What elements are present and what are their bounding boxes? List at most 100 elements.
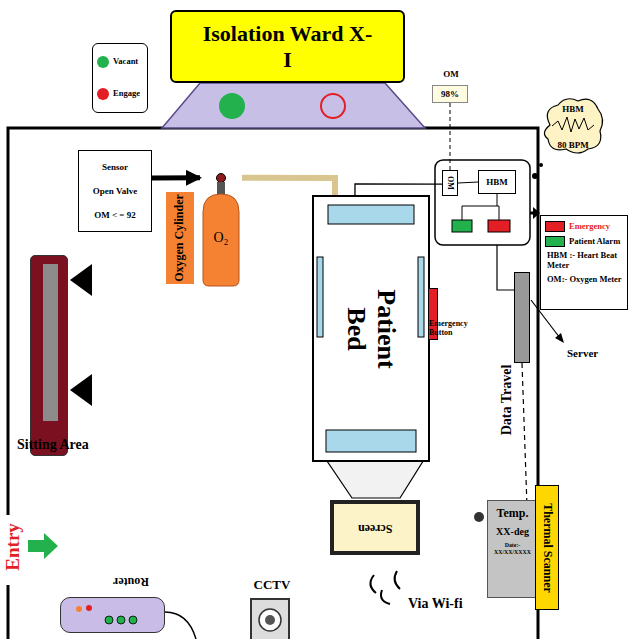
- camera-iris: [265, 615, 275, 625]
- server-leader-head: [555, 333, 564, 343]
- legend-swatch: [97, 88, 109, 100]
- temperature-text: Date:- XX/XX/XXXX: [491, 542, 534, 556]
- status-panel: [162, 83, 425, 128]
- meter-link: [458, 182, 478, 183]
- legend-swatch: [97, 56, 109, 68]
- camera-lens: [259, 609, 281, 631]
- router-cable: [165, 612, 196, 639]
- legend-note: HBM :- Heart Beat Meter: [545, 251, 623, 271]
- heart-rate-bubble: HBM80 BPM: [540, 95, 606, 157]
- entry-label: Entry: [2, 517, 24, 577]
- thought-dot: [539, 163, 543, 167]
- legend-swatch: [545, 236, 565, 247]
- sensor-box: SensorOpen Valve OM < = 92: [78, 150, 152, 232]
- heart-meter-box: HBM: [478, 170, 516, 194]
- title-box: Isolation Ward X-I: [170, 10, 405, 83]
- legend-row: Vacant: [97, 56, 143, 68]
- temperature-panel: Temp.XX-degDate:- XX/XX/XXXX: [487, 500, 538, 598]
- thermal-scanner-band: Thermal Scanner: [535, 485, 559, 610]
- cylinder-neck: [217, 182, 225, 194]
- wifi-wave: [381, 590, 390, 604]
- thought-dot: [532, 173, 538, 179]
- status-legend-box: VacantEngage: [92, 43, 148, 113]
- side-rail: [418, 257, 424, 337]
- sensor-text: OM < = 92: [94, 210, 136, 220]
- oxygen-meter-box: OM: [442, 170, 458, 196]
- supply-arrow: [152, 175, 200, 180]
- router-port: [117, 616, 125, 624]
- emergency-button: [488, 220, 510, 232]
- title-text: Isolation Ward X-I: [203, 21, 373, 72]
- server-box: Server: [514, 272, 530, 363]
- edge-label: Data Travel: [499, 350, 515, 450]
- emergency-button: Emergency Button: [428, 288, 438, 340]
- wifi-wave: [395, 571, 400, 589]
- bench-seat: [43, 264, 58, 421]
- meter-text: OM: [445, 170, 454, 196]
- vacant-lamp: [219, 93, 245, 119]
- button-wire: [462, 194, 499, 220]
- screen-mount: [325, 458, 425, 498]
- reading-text: OM: [433, 69, 469, 79]
- bubble-cloud: [544, 99, 602, 153]
- valve: [217, 174, 226, 183]
- router-box-art: [61, 598, 166, 630]
- wifi-label: Via Wi-fi: [408, 596, 463, 612]
- foot-bar: [326, 430, 416, 452]
- screen-box: Screen: [330, 500, 420, 555]
- legend-text: Engage: [113, 89, 140, 99]
- pillow-bar: [328, 205, 414, 224]
- sensor-cable: [355, 184, 442, 195]
- sitting-bench: Sitting Area: [30, 255, 68, 456]
- server-wire: [497, 245, 514, 290]
- router-led: [76, 606, 82, 612]
- router-port: [129, 616, 137, 624]
- legend-swatch: [545, 221, 565, 232]
- room-wall: [8, 128, 538, 639]
- bed-text: Patient Bed: [341, 273, 401, 385]
- legend-text: Patient Alarm: [569, 237, 620, 247]
- reading-link: [450, 103, 451, 170]
- alarm-legend-box: EmergencyPatient AlarmHBM :- Heart Beat …: [540, 215, 628, 310]
- monitor-device: [435, 160, 530, 245]
- sitting-bench-art: [31, 256, 69, 431]
- router-label: Router: [101, 574, 161, 588]
- cylinder-text: O₂: [214, 230, 229, 246]
- oxygen-reading-box: OM98%: [432, 85, 468, 103]
- oxygen-cylinder: O₂: [200, 172, 242, 288]
- sensor-text: Open Valve: [93, 186, 137, 196]
- entry-arrow: [28, 533, 58, 559]
- router-port: [105, 616, 113, 624]
- scanner-camera: [474, 512, 484, 522]
- legend-row: Emergency: [545, 221, 623, 232]
- patient-bed: Patient Bed: [312, 195, 430, 462]
- sitting-label: Sitting Area: [17, 437, 89, 453]
- meter-text: HBM: [486, 177, 508, 187]
- legend-row: Patient Alarm: [545, 236, 623, 247]
- cctv-label: CCTV: [242, 578, 302, 593]
- router-led: [86, 605, 92, 611]
- pulse-trace: [552, 117, 594, 132]
- reading-text: 98%: [441, 89, 459, 99]
- scanner-text: Thermal Scanner: [540, 487, 554, 609]
- bubble-text: 80 BPM: [557, 140, 588, 150]
- sensor-text: Sensor: [102, 162, 128, 172]
- engage-lamp: [321, 94, 345, 118]
- screen-text: Screen: [358, 521, 392, 535]
- cylinder-body: [203, 194, 239, 286]
- router-box: Router: [60, 597, 165, 633]
- legend-text: Vacant: [113, 57, 138, 67]
- temperature-text: XX-deg: [496, 526, 529, 538]
- seat-marker: [70, 264, 92, 296]
- legend-row: Engage: [97, 88, 143, 100]
- button-label: Emergency Button: [429, 319, 481, 337]
- legend-note: OM:- Oxygen Meter: [545, 275, 623, 285]
- server-label: Server: [567, 347, 598, 360]
- cylinder-label-band: Oxygen Cylinder: [166, 192, 194, 284]
- alarm-button: [452, 220, 472, 232]
- legend-pointer-head: [533, 207, 540, 219]
- legend-text: Emergency: [569, 222, 610, 232]
- seat-marker: [70, 374, 92, 406]
- oxygen-pipe: [242, 178, 335, 195]
